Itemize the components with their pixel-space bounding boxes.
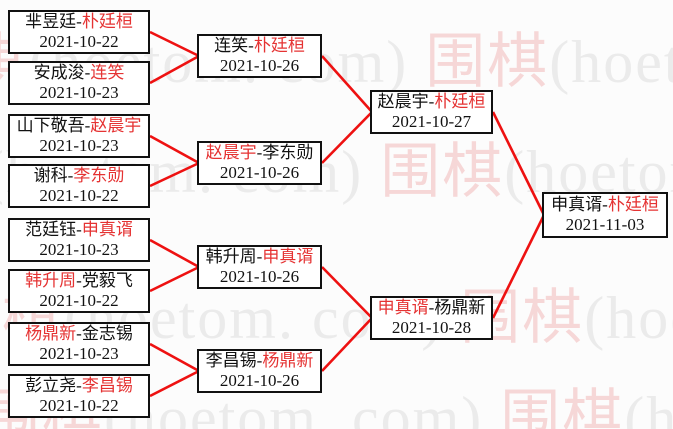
match-date: 2021-10-23: [39, 136, 119, 155]
watermark-cn-text: 围棋: [380, 139, 505, 205]
match-names: 山下敬吾-赵晨宇: [17, 116, 142, 136]
player1-name: 申真谞: [551, 195, 603, 214]
match-names: 申真谞-杨鼎新: [378, 298, 486, 318]
player1-name: 芈昱廷: [25, 12, 77, 31]
player2-name: 朴廷桓: [253, 36, 305, 55]
player2-name: 金志锡: [81, 324, 133, 343]
player1-name: 申真谞: [377, 298, 429, 317]
watermark-cn-text: 围棋: [425, 29, 550, 95]
player1-name: 赵晨宇: [205, 143, 257, 162]
vs-separator: -: [76, 376, 82, 395]
match-date: 2021-10-23: [39, 240, 119, 259]
match-names: 赵晨宇-朴廷桓: [378, 92, 486, 112]
player1-name: 连笑: [214, 36, 249, 55]
player2-name: 党毅飞: [81, 271, 133, 290]
watermark-cn-text: 围棋: [500, 385, 625, 429]
match-date: 2021-10-23: [39, 344, 119, 363]
player1-name: 彭立尧: [25, 376, 77, 395]
player2-name: 李东勋: [262, 143, 314, 162]
vs-separator: -: [76, 324, 82, 343]
vs-separator: -: [428, 92, 435, 111]
vs-separator: -: [76, 12, 82, 31]
match-names: 杨鼎新-金志锡: [25, 324, 133, 344]
vs-separator: -: [428, 298, 435, 317]
match-date: 2021-10-27: [391, 112, 472, 131]
match-date: 2021-10-23: [39, 83, 119, 102]
match-names: 韩升周-申真谞: [206, 247, 314, 267]
match-date: 2021-10-22: [39, 32, 119, 51]
match-date: 2021-10-22: [39, 396, 119, 415]
player1-name: 李昌锡: [205, 351, 257, 370]
match-date: 2021-11-03: [565, 215, 645, 234]
match-names: 李昌锡-杨鼎新: [206, 351, 314, 371]
vs-separator: -: [256, 351, 263, 370]
match-names: 范廷钰-申真谞: [25, 220, 133, 240]
match-date: 2021-10-28: [391, 318, 472, 337]
match-date: 2021-10-22: [39, 291, 119, 310]
watermark-en-text: (hoetom. com): [584, 285, 673, 351]
match-names: 赵晨宇-李东勋: [206, 143, 314, 163]
player1-name: 谢科: [33, 166, 68, 185]
player1-name: 韩升周: [205, 247, 257, 266]
player2-name: 杨鼎新: [434, 298, 486, 317]
player2-name: 朴廷桓: [607, 195, 659, 214]
match-names: 申真谞-朴廷桓: [551, 195, 659, 215]
player2-name: 朴廷桓: [81, 12, 133, 31]
match-names: 彭立尧-李昌锡: [25, 376, 133, 396]
match-date: 2021-10-26: [219, 163, 300, 182]
match-date: 2021-10-26: [219, 267, 300, 286]
vs-separator: -: [76, 271, 82, 290]
vs-separator: -: [256, 143, 263, 162]
watermark-en-text: (hoetom. com): [549, 29, 673, 95]
player2-name: 杨鼎新: [262, 351, 314, 370]
player1-name: 杨鼎新: [25, 324, 77, 343]
player1-name: 范廷钰: [25, 220, 77, 239]
watermark-en-text: (hoetom. com): [624, 385, 673, 429]
player2-name: 连笑: [90, 63, 125, 82]
vs-separator: -: [76, 220, 82, 239]
player2-name: 申真谞: [262, 247, 314, 266]
player1-name: 赵晨宇: [377, 92, 429, 111]
match-names: 安成浚-连笑: [34, 63, 125, 83]
vs-separator: -: [248, 36, 254, 55]
player1-name: 韩升周: [25, 271, 77, 290]
match-date: 2021-10-26: [219, 371, 300, 390]
match-date: 2021-10-26: [219, 56, 300, 75]
player2-name: 申真谞: [81, 220, 133, 239]
vs-separator: -: [67, 166, 74, 185]
match-date: 2021-10-22: [39, 186, 119, 205]
player2-name: 朴廷桓: [434, 92, 486, 111]
match-names: 连笑-朴廷桓: [214, 36, 305, 56]
player2-name: 李东勋: [73, 166, 125, 185]
match-names: 韩升周-党毅飞: [25, 271, 133, 291]
match-names: 谢科-李东勋: [34, 166, 125, 186]
match-names: 芈昱廷-朴廷桓: [25, 12, 133, 32]
vs-separator: -: [256, 247, 263, 266]
vs-separator: -: [84, 63, 91, 82]
vs-separator: -: [84, 116, 91, 135]
player1-name: 山下敬吾: [16, 116, 85, 135]
player1-name: 安成浚: [33, 63, 85, 82]
player2-name: 赵晨宇: [90, 116, 142, 135]
player2-name: 李昌锡: [81, 376, 133, 395]
vs-separator: -: [602, 195, 608, 214]
